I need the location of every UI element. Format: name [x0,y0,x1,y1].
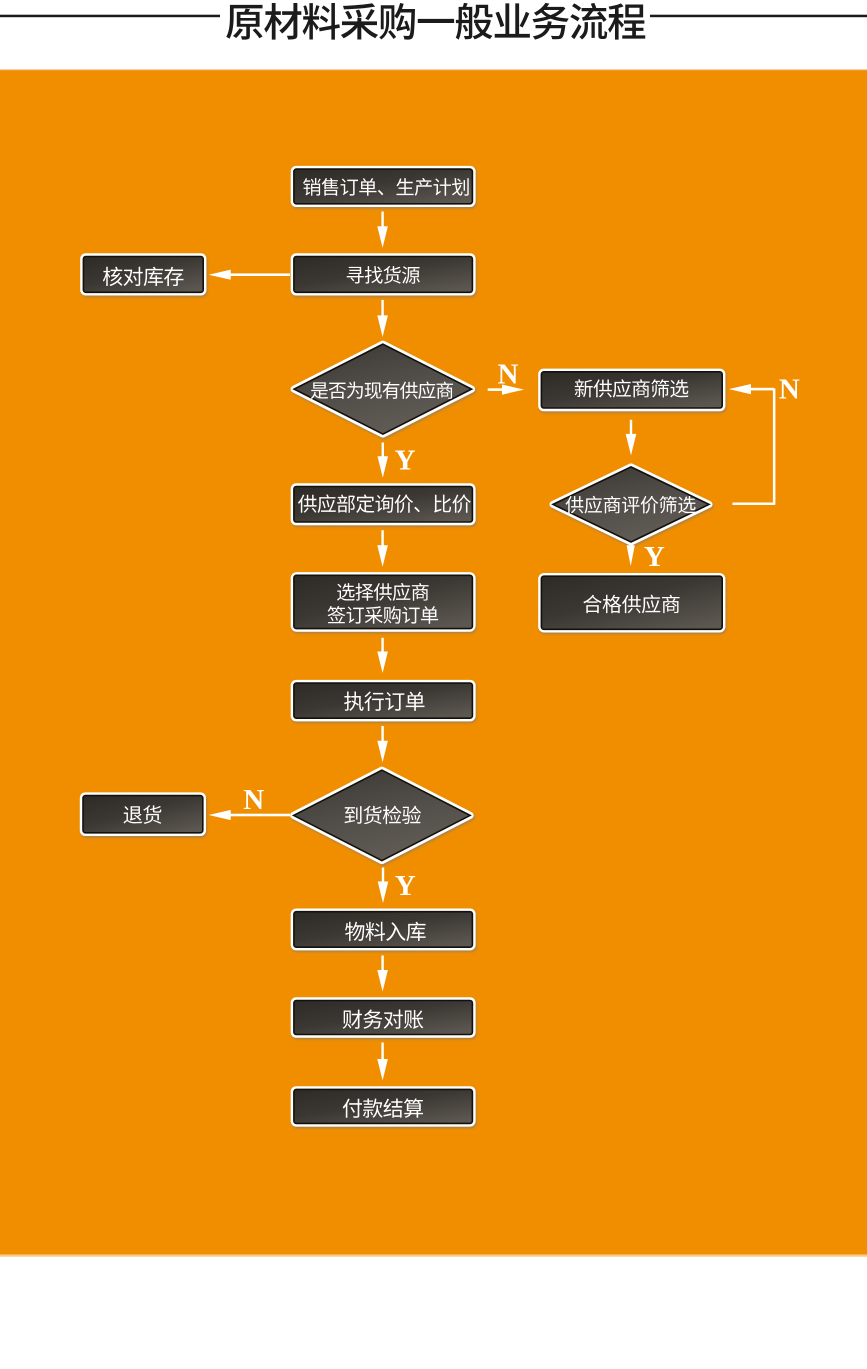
svg-text:N: N [498,358,519,390]
svg-text:Y: Y [644,541,665,573]
svg-text:Y: Y [395,870,416,902]
svg-text:N: N [779,373,800,405]
svg-text:Y: Y [395,444,416,476]
svg-text:N: N [243,784,264,816]
